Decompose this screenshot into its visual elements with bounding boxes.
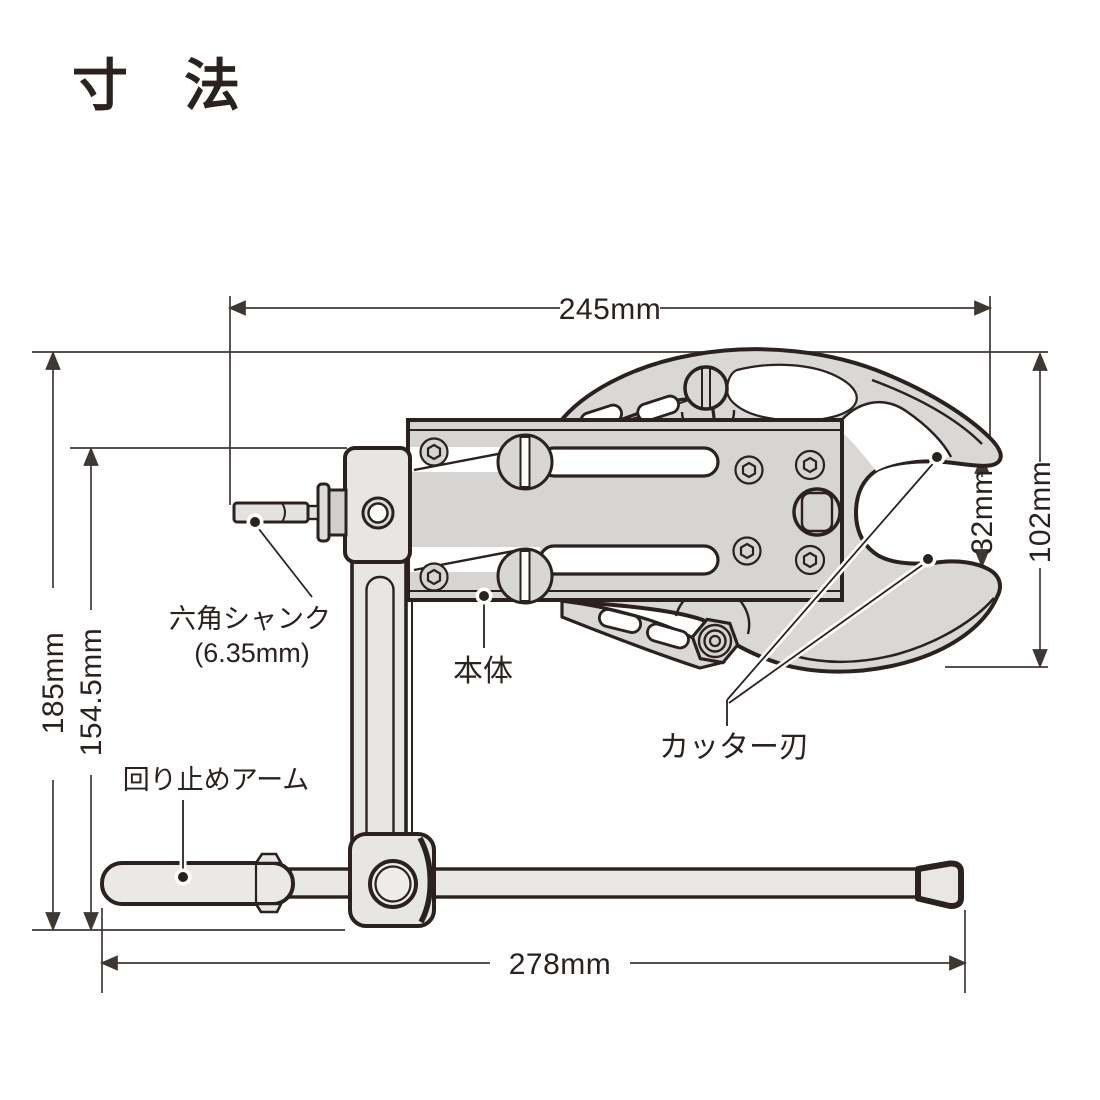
hex-bit [232,501,310,524]
label-hex-shank: 六角シャンク [169,604,331,634]
dimension-185 [45,350,61,932]
dimension-label-154-5: 154.5mm [75,628,108,757]
dimension-245 [227,300,993,316]
dimension-label-32: 32mm [966,469,999,554]
adjustment-slot [538,446,720,478]
nut-center [708,634,722,648]
hex-shank [232,482,348,543]
leader-lines [174,448,946,886]
linkage-slot-hole [597,608,643,634]
anti-rotation-arm [100,852,964,914]
pivot-joint-ring [374,865,412,903]
shank-flange [316,482,331,543]
label-hex-shank-size: (6.35mm) [194,638,310,668]
slotted-screw [496,547,554,605]
vertical-arm-assembly [343,446,436,928]
nut-ring [697,623,733,659]
dimension-label-278: 278mm [509,948,612,981]
nut-ring [703,629,727,653]
upper-blade-thickness-line [871,378,983,445]
page-title: 寸 法 [72,54,240,117]
dimension-278 [99,955,968,971]
linkage-slot-hole [636,394,680,423]
main-body-plate [406,418,844,605]
bit-ball-groove [281,502,286,523]
adjustment-slot [538,544,720,576]
blade-inner-edge-line [837,400,953,458]
pivot-screw [683,365,729,411]
dimension-32 [974,454,990,569]
foot-edge-crescent [417,836,433,924]
blade-underside-notch [838,402,951,471]
hex-socket-screws [419,437,826,592]
lower-blade-thickness-line [794,597,995,664]
dimension-label-245: 245mm [559,293,662,326]
pivot-joint [368,859,418,909]
dimension-102 [1032,351,1048,669]
shank-collar [327,488,348,537]
dimension-label-102: 102mm [1024,461,1057,564]
label-cutter-blade: カッター刃 [659,731,809,764]
clamp-tab [253,852,284,865]
arm-grip [100,861,295,906]
slotted-screw [496,433,554,491]
leader-cutter-blade-upper [726,458,938,701]
lower-linkage [560,586,751,670]
label-body: 本体 [453,655,513,688]
dimension-154-5 [83,446,99,932]
leader-cutter-blade-lower [728,560,929,704]
dimension-lines [32,296,1048,993]
bracket-hole-inner [367,502,389,524]
vertical-arm [350,554,408,854]
square-head-bolt [792,487,842,537]
linkage-slot-hole [646,622,690,650]
dimension-label-185: 185mm [37,632,70,735]
label-anti-rotation-arm: 回り止めアーム [123,765,310,795]
arm-end-cap [915,860,964,910]
leader-dots [174,448,946,886]
leader-hex-shank [254,523,313,598]
clamp-tab [253,902,284,914]
